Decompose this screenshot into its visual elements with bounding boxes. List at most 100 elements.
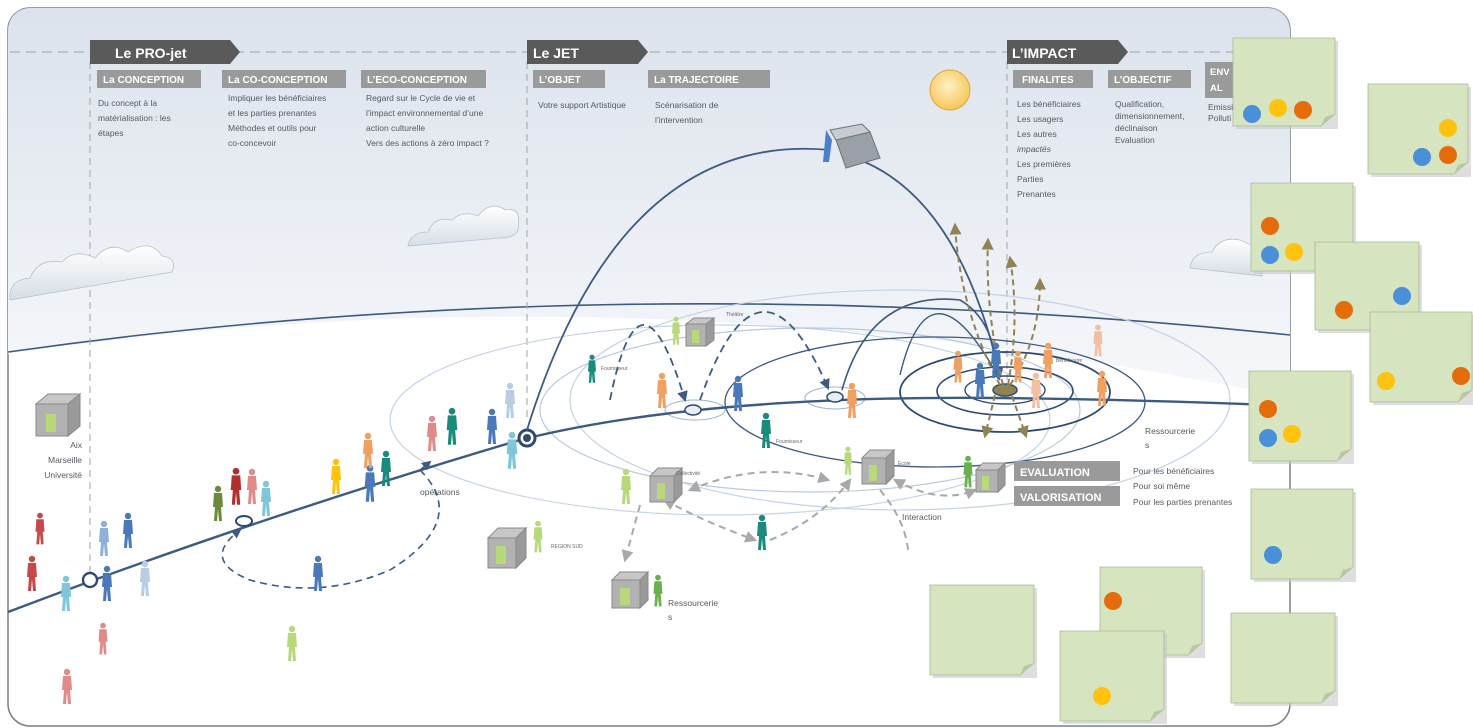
art-object-icon bbox=[823, 123, 881, 169]
svg-text:et les parties prenantes: et les parties prenantes bbox=[228, 108, 316, 118]
person-icon bbox=[657, 372, 667, 408]
svg-text:Ecole: Ecole bbox=[898, 461, 911, 467]
svg-text:ENV: ENV bbox=[1210, 67, 1230, 78]
arc-fournisseur bbox=[841, 298, 1003, 391]
sticky-note[interactable] bbox=[1369, 311, 1473, 405]
col-finalites: FINALITES Les bénéficiaires Les usagers … bbox=[1013, 70, 1093, 199]
vote-dot-icon bbox=[1285, 243, 1303, 261]
person-icon bbox=[313, 555, 323, 591]
sticky-note[interactable] bbox=[1367, 83, 1471, 177]
person-icon bbox=[35, 512, 45, 545]
person-icon bbox=[123, 512, 133, 548]
vote-dot-icon bbox=[1259, 400, 1277, 418]
person-icon bbox=[757, 514, 767, 550]
person-icon bbox=[363, 432, 373, 468]
sticky-note[interactable] bbox=[1230, 612, 1338, 706]
vote-dot-icon bbox=[1104, 592, 1122, 610]
svg-text:Regard sur le Cycle de vie et: Regard sur le Cycle de vie et bbox=[366, 93, 476, 103]
person-icon bbox=[1031, 372, 1041, 408]
evaluation-button[interactable] bbox=[1014, 461, 1120, 481]
svg-text:La CO-CONCEPTION: La CO-CONCEPTION bbox=[228, 75, 327, 86]
horizon-line bbox=[8, 302, 1290, 353]
person-icon bbox=[1043, 342, 1053, 378]
person-icon bbox=[261, 480, 271, 516]
svg-text:l’impact environnemental d’un: l’impact environnemental d’une bbox=[366, 108, 483, 118]
people-figures bbox=[27, 316, 1107, 704]
svg-text:Interaction: Interaction bbox=[902, 512, 942, 522]
svg-text:action culturelle: action culturelle bbox=[366, 123, 425, 133]
sticky-note[interactable] bbox=[1232, 37, 1338, 129]
svg-text:Théâtre: Théâtre bbox=[726, 312, 743, 318]
person-icon bbox=[653, 574, 663, 607]
person-icon bbox=[98, 622, 108, 655]
sticky-note[interactable] bbox=[1248, 370, 1354, 464]
person-icon bbox=[140, 560, 150, 596]
vote-dot-icon bbox=[1269, 99, 1287, 117]
person-icon bbox=[27, 555, 37, 591]
dashed-loop-arrow bbox=[419, 460, 432, 471]
person-icon bbox=[621, 468, 631, 504]
sticky-note[interactable] bbox=[1059, 630, 1167, 724]
person-icon bbox=[1093, 324, 1103, 357]
evaluation-panel: EVALUATION VALORISATION Pour les bénéfic… bbox=[1014, 461, 1232, 507]
svg-text:Aix: Aix bbox=[70, 440, 83, 450]
svg-text:Pour les bénéficiaires: Pour les bénéficiaires bbox=[1133, 466, 1214, 476]
vote-dot-icon bbox=[1393, 287, 1411, 305]
person-icon bbox=[1097, 370, 1107, 406]
building-ressourcerie-bottom-icon bbox=[610, 570, 650, 610]
main-trajectory bbox=[7, 396, 1271, 614]
person-icon bbox=[672, 316, 680, 345]
valorisation-button[interactable] bbox=[1014, 486, 1120, 506]
svg-text:l’intervention: l’intervention bbox=[655, 115, 703, 125]
col-coconception: La CO-CONCEPTION Impliquer les bénéficia… bbox=[222, 70, 346, 148]
vote-dot-icon bbox=[1439, 119, 1457, 137]
person-icon bbox=[287, 625, 297, 661]
dashed-arc-2 bbox=[699, 311, 830, 401]
sticky-note[interactable] bbox=[1250, 488, 1356, 582]
section-impact: L’IMPACT bbox=[1007, 40, 1128, 64]
svg-text:Les usagers: Les usagers bbox=[1017, 114, 1063, 124]
svg-text:Les bénéficiaires: Les bénéficiaires bbox=[1017, 99, 1081, 109]
sticky-note[interactable] bbox=[929, 584, 1037, 678]
svg-text:Polluti: Polluti bbox=[1208, 113, 1231, 123]
person-icon bbox=[99, 520, 109, 556]
person-icon bbox=[331, 458, 341, 494]
svg-text:s: s bbox=[1145, 440, 1149, 450]
section-jet-label: Le JET bbox=[533, 45, 579, 61]
svg-text:Scénarisation de: Scénarisation de bbox=[655, 100, 719, 110]
svg-text:Vers des actions à zéro impact: Vers des actions à zéro impact ? bbox=[366, 138, 489, 148]
building-aix-icon bbox=[34, 392, 82, 438]
svg-text:Les premières: Les premières bbox=[1017, 159, 1071, 169]
person-icon bbox=[506, 431, 518, 469]
cloud-icon bbox=[9, 245, 175, 301]
svg-text:dimensionnement,: dimensionnement, bbox=[1115, 111, 1184, 121]
svg-text:Université: Université bbox=[44, 470, 82, 480]
person-icon bbox=[844, 446, 852, 475]
col-conception: La CONCEPTION Du concept à la matérialis… bbox=[97, 70, 201, 138]
svg-text:Du concept à la: Du concept à la bbox=[98, 98, 157, 108]
person-icon bbox=[446, 407, 458, 445]
svg-text:Marseille: Marseille bbox=[48, 455, 82, 465]
svg-text:Les autres: Les autres bbox=[1017, 129, 1057, 139]
svg-text:Impliquer les bénéficiaires: Impliquer les bénéficiaires bbox=[228, 93, 326, 103]
building-theatre-icon bbox=[684, 317, 716, 347]
svg-text:Bénéficiaire: Bénéficiaire bbox=[1056, 358, 1082, 364]
svg-text:co-concevoir: co-concevoir bbox=[228, 138, 276, 148]
col-trajectoire: La TRAJECTOIRE Scénarisation de l’interv… bbox=[648, 70, 770, 125]
svg-text:Votre support Artistique: Votre support Artistique bbox=[538, 100, 626, 110]
main-frame bbox=[7, 7, 1291, 727]
col-ecoconception: L’ECO-CONCEPTION Regard sur le Cycle de … bbox=[361, 70, 489, 148]
svg-text:impactés: impactés bbox=[1017, 144, 1052, 154]
person-icon bbox=[588, 354, 596, 383]
person-icon bbox=[533, 520, 543, 553]
vote-dot-icon bbox=[1335, 301, 1353, 319]
jet-arc bbox=[526, 147, 831, 431]
diagram-labels: Aix Marseille Université Théâtre Fournis… bbox=[44, 312, 1195, 622]
svg-text:Méthodes et outils pour: Méthodes et outils pour bbox=[228, 123, 317, 133]
sticky-notes bbox=[929, 37, 1473, 724]
svg-text:Prenantes: Prenantes bbox=[1017, 189, 1056, 199]
trajectory-nodes bbox=[81, 383, 1018, 589]
svg-text:déclinaison: déclinaison bbox=[1115, 123, 1158, 133]
dashed-arc-1 bbox=[609, 324, 688, 403]
svg-text:AL: AL bbox=[1210, 83, 1223, 94]
